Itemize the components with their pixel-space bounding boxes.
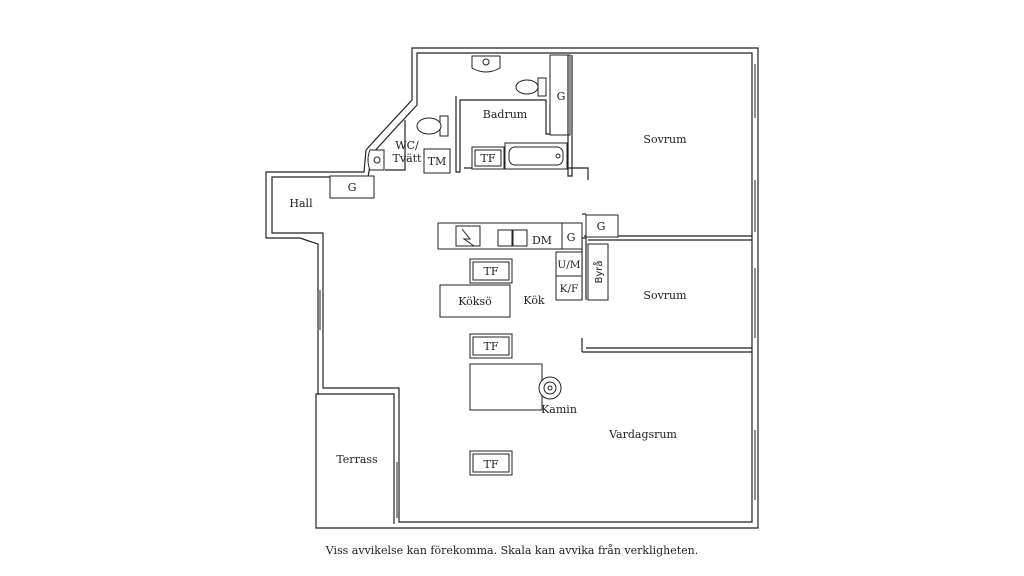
kitchen-counter (437, 222, 583, 250)
room-label-vardagsrum: Vardagsrum (608, 428, 677, 441)
terrace-outline (318, 393, 395, 524)
tf-box-bath (471, 146, 505, 170)
g-box-sovrum (585, 214, 619, 238)
tf-box-2 (469, 333, 513, 359)
room-label-badrum: Badrum (483, 108, 528, 121)
g-label-kitchen: G (567, 231, 576, 244)
byra-box (587, 243, 609, 301)
tm-box (423, 148, 451, 174)
g-box-hall (329, 175, 375, 199)
g-label-badrum: G (557, 90, 566, 103)
room-label-kok: Kök (523, 294, 545, 307)
kokso-label: Köksö (458, 295, 492, 308)
room-label-wc-line1: WC/ (395, 139, 419, 152)
tf-box-1 (469, 258, 513, 284)
um-label: U/M (557, 259, 580, 271)
room-label-sovrum-2: Sovrum (643, 289, 687, 302)
bathtub-icon (504, 142, 568, 170)
byra-label: Byrå (592, 260, 605, 283)
tf-box-3 (469, 450, 513, 476)
disclaimer-text: Viss avvikelse kan förekomma. Skala kan … (325, 544, 699, 557)
room-label-terrass: Terrass (336, 453, 378, 466)
tf-label-1: TF (484, 265, 499, 278)
dm-label: DM (532, 234, 552, 247)
windows (319, 64, 756, 518)
kamin-block (469, 363, 543, 411)
g-label-hall: G (348, 181, 357, 194)
kamin-label: Kamin (541, 403, 577, 416)
g-label-sovrum: G (597, 220, 606, 233)
room-label-wc-line2: Tvätt (393, 152, 423, 165)
tf-label-bath: TF (481, 152, 496, 165)
kamin-stove-icon (538, 376, 562, 400)
room-label-hall: Hall (289, 197, 313, 210)
tf-label-3: TF (484, 458, 499, 471)
um-box (555, 251, 583, 277)
tm-label: TM (428, 155, 447, 168)
kf-label: K/F (560, 283, 579, 295)
room-label-sovrum-1: Sovrum (643, 133, 687, 146)
kf-box (555, 275, 583, 301)
bath-sink-icon (471, 55, 501, 73)
tf-label-2: TF (484, 340, 499, 353)
wc-toilet-icon (416, 115, 449, 137)
bathroom-walls (385, 54, 589, 180)
bath-toilet-icon (515, 77, 547, 97)
outer-walls (265, 47, 759, 529)
kokso-box (439, 284, 511, 318)
wc-sink-icon (367, 149, 385, 171)
